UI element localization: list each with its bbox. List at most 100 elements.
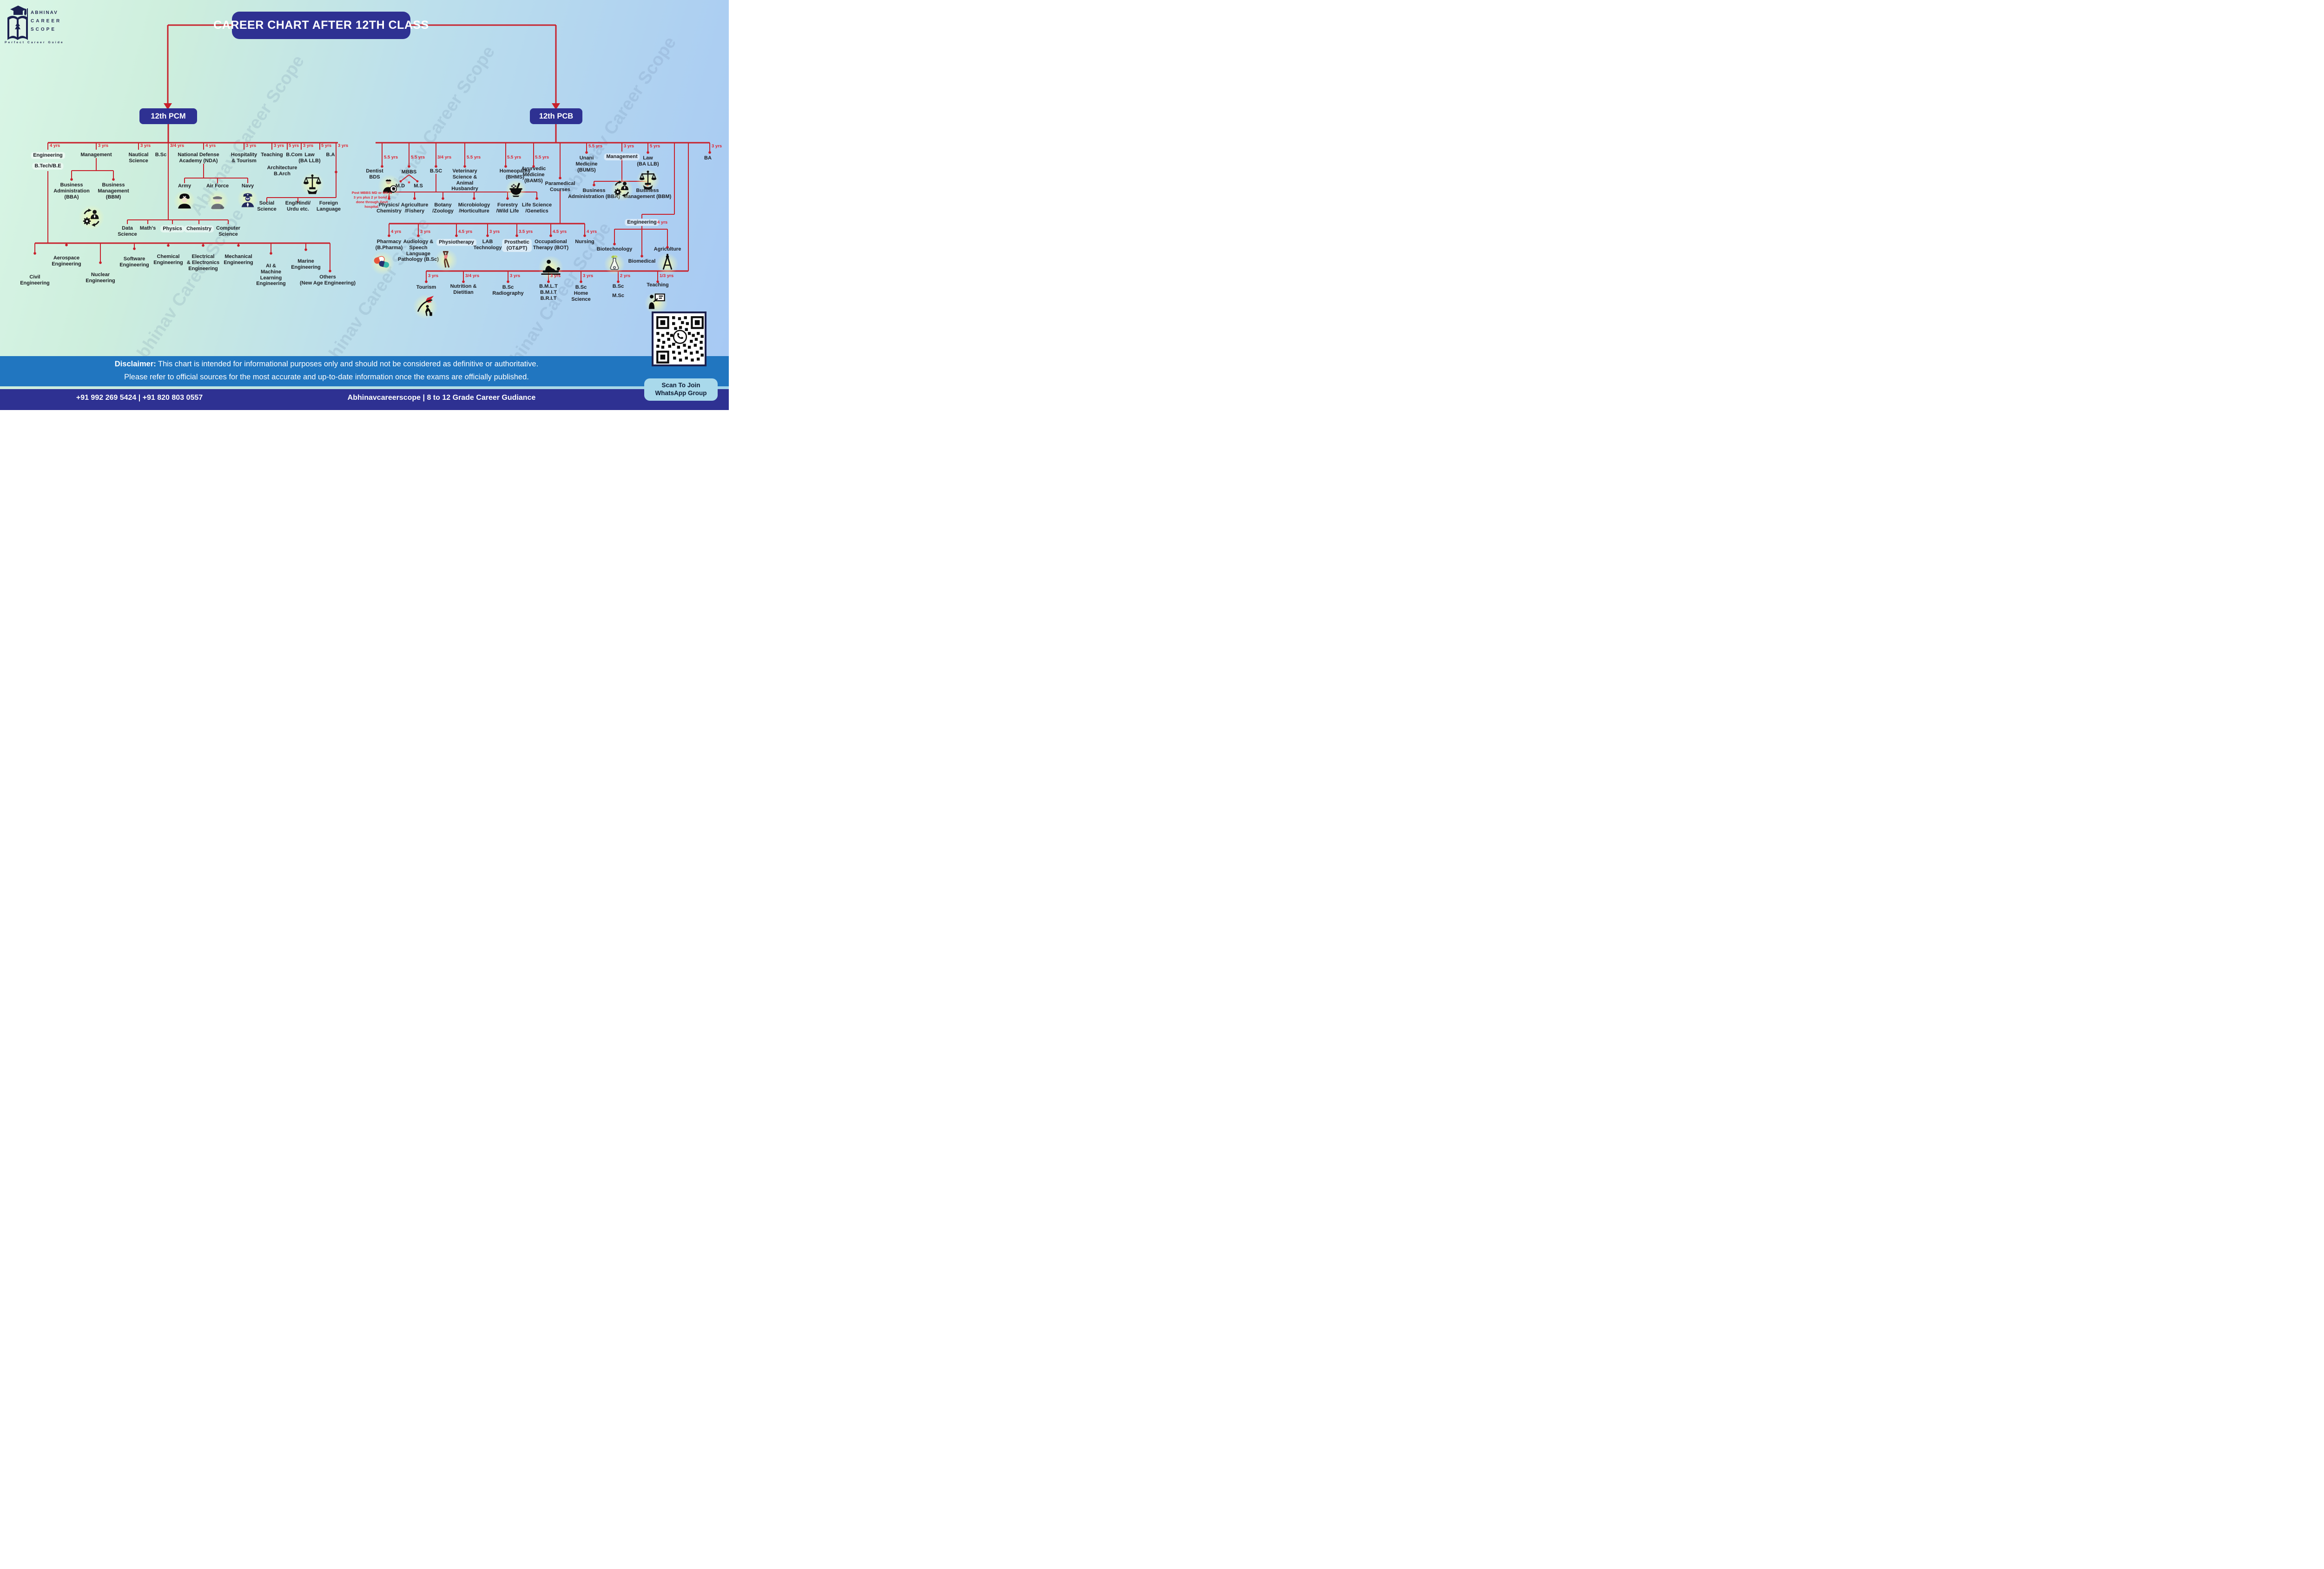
pcm-years-bcom: 3 yrs [303, 143, 314, 148]
node-biomedical: Biomedical [628, 258, 656, 264]
node-agriculture-pcb: Agriculture [654, 246, 681, 252]
phone-numbers: +91 992 269 5424 | +91 820 803 0557 [76, 394, 203, 402]
node-ba-pcm: B.A [326, 152, 335, 158]
management-icon [81, 207, 102, 230]
pcm-years-engineering: 4 yrs [50, 143, 60, 148]
badge-12th-pcm: 12th PCM [139, 108, 197, 124]
node-air-force: Air Force [206, 183, 229, 189]
node-data-science: Data Science [118, 225, 137, 237]
years-nursing: 4 yrs [587, 229, 597, 234]
node-pharmacy: Pharmacy (B.Pharma) [375, 239, 403, 251]
years-pharmacy: 4 yrs [391, 229, 402, 234]
node-ba-pcb: BA [704, 155, 712, 161]
node-others-new-age: Others (New Age Engineering) [300, 274, 356, 286]
disclaimer-text1: This chart is intended for informational… [156, 360, 539, 368]
mortar-pestle-icon [508, 182, 524, 199]
node-dentist-bds: Dentist BDS [366, 168, 383, 180]
years-tourism: 3 yrs [428, 273, 439, 278]
massage-therapy-icon [540, 258, 562, 278]
navy-icon [240, 190, 256, 210]
graduation-book-icon [7, 6, 28, 40]
node-eng-hindi-urdu: Eng/Hindi/ Urdu etc. [285, 200, 311, 212]
brand-name-line2: CAREER [31, 19, 62, 24]
years-teaching-pcb: 1/3 yrs [660, 273, 674, 278]
years-physiotherapy: 4.5 yrs [458, 229, 473, 234]
node-bsc-bottom: B.Sc [612, 284, 624, 289]
connector-lines [33, 24, 711, 283]
node-nda: National Defense Academy (NDA) [178, 152, 219, 164]
pcb-years-ayurvedic: 5.5 yrs [535, 155, 549, 160]
node-occupational-therapy: Occupational Therapy (BOT) [533, 239, 569, 251]
pcm-years-nautical: 3 yrs [140, 143, 151, 148]
disclaimer-bar: Disclaimer: This chart is intended for i… [0, 356, 729, 386]
node-prosthetic: Prosthetic (OT&PT) [502, 239, 532, 252]
node-marine-engineering: Marine Engineering [291, 258, 321, 270]
pcm-years-law: 5 yrs [321, 143, 332, 148]
node-unani: Unani Medicine (BUMS) [575, 155, 598, 173]
node-chemistry: Chemistry [184, 225, 214, 232]
node-teaching-pcm: Teaching [261, 152, 283, 158]
node-computer-science: Computer Science [216, 225, 240, 237]
logo-divider [27, 8, 28, 36]
years-bsc-msc: 2 yrs [620, 273, 631, 278]
pcb-years-engineering: 4 yrs [657, 220, 668, 225]
node-lifescience-genetics: Life Science /Genetics [522, 202, 552, 214]
contact-bar: +91 992 269 5424 | +91 820 803 0557 Abhi… [0, 389, 729, 410]
node-microbiology-horticulture: Microbiology /Horticulture [458, 202, 490, 214]
brand-name-line3: SCOPE [31, 27, 57, 32]
pcb-years-law: 5 yrs [650, 144, 660, 149]
pcb-years-bsc: 3/4 yrs [437, 155, 452, 160]
pcb-years-ba: 3 yrs [712, 144, 722, 149]
node-ms: M.S [414, 183, 423, 189]
years-homescience: 3 yrs [583, 273, 594, 278]
years-bmlt: 3 yrs [550, 273, 561, 278]
qr-pattern [656, 316, 704, 364]
node-paramedical-courses: Paramedical Courses [545, 181, 575, 192]
dentist-icon [381, 177, 398, 197]
node-law-pcb: Law (BA LLB) [637, 155, 659, 167]
pcb-years-veterinary: 5.5 yrs [467, 155, 481, 160]
node-social-science: Social Science [257, 200, 277, 212]
air-force-icon [209, 192, 226, 212]
pcm-years-architecture: 5 yrs [289, 143, 299, 148]
node-botany-zoology: Botany /Zoology [432, 202, 454, 214]
pcm-years-nda: 4 yrs [205, 143, 216, 148]
node-bsc-radiography: B.Sc Radiography [492, 285, 524, 296]
crutch-icon [438, 250, 455, 272]
node-btech-be: B.Tech/B.E [32, 163, 64, 170]
page-title: CAREER CHART AFTER 12TH CLASS [213, 12, 429, 39]
disclaimer-label: Disclaimer: [114, 360, 156, 368]
pcm-years-management: 3 yrs [98, 143, 109, 148]
node-mbbs: MBBS [401, 169, 417, 175]
node-md: M.D [395, 183, 405, 189]
node-bsc-pcb: B.SC [429, 168, 442, 174]
node-maths: Math's [139, 225, 156, 231]
node-ai-ml-engineering: AI & Machine Learning Engineering [256, 263, 286, 287]
pcb-years-dentist: 5.5 yrs [384, 155, 398, 160]
node-tourism: Tourism [416, 285, 436, 290]
node-engineering: Engineering [31, 152, 65, 159]
node-physics: Physics [160, 225, 185, 232]
node-engineering-pcb: Engineering [625, 219, 659, 226]
node-ayurvedic: Ayurvedic Medicine (BAMS) [521, 166, 546, 184]
law-scales-icon [303, 174, 322, 197]
management-icon [613, 179, 631, 200]
node-electrical-electronics-engineering: Electrical & Electronics Engineering [186, 254, 220, 271]
pcb-years-mbbs: 5.5 yrs [411, 155, 425, 160]
node-nautical-science: Nautical Science [128, 152, 149, 164]
node-physiotherapy: Physiotherapy [436, 239, 476, 246]
site-caption: Abhinavcareerscope | 8 to 12 Grade Caree… [347, 394, 536, 402]
node-law-pcm: Law (BA LLB) [298, 152, 321, 164]
node-architecture: Architecture B.Arch [267, 165, 297, 177]
pcb-years-unani: 5.5 yrs [588, 144, 603, 149]
node-nursing: Nursing [575, 239, 594, 245]
years-radiography: 3 yrs [510, 273, 521, 278]
whatsapp-qr-code [652, 311, 706, 366]
pcm-years-bsc: 3/4 yrs [170, 143, 185, 148]
scan-to-join-card: Scan To Join WhatsApp Group [644, 378, 718, 401]
node-bcom: B.Com [286, 152, 303, 158]
node-lab-technology: LAB Technology [473, 239, 502, 251]
pcm-years-ba: 3 yrs [338, 143, 349, 148]
node-software-engineering: Software Engineering [119, 256, 149, 268]
years-lab: 3 yrs [489, 229, 500, 234]
